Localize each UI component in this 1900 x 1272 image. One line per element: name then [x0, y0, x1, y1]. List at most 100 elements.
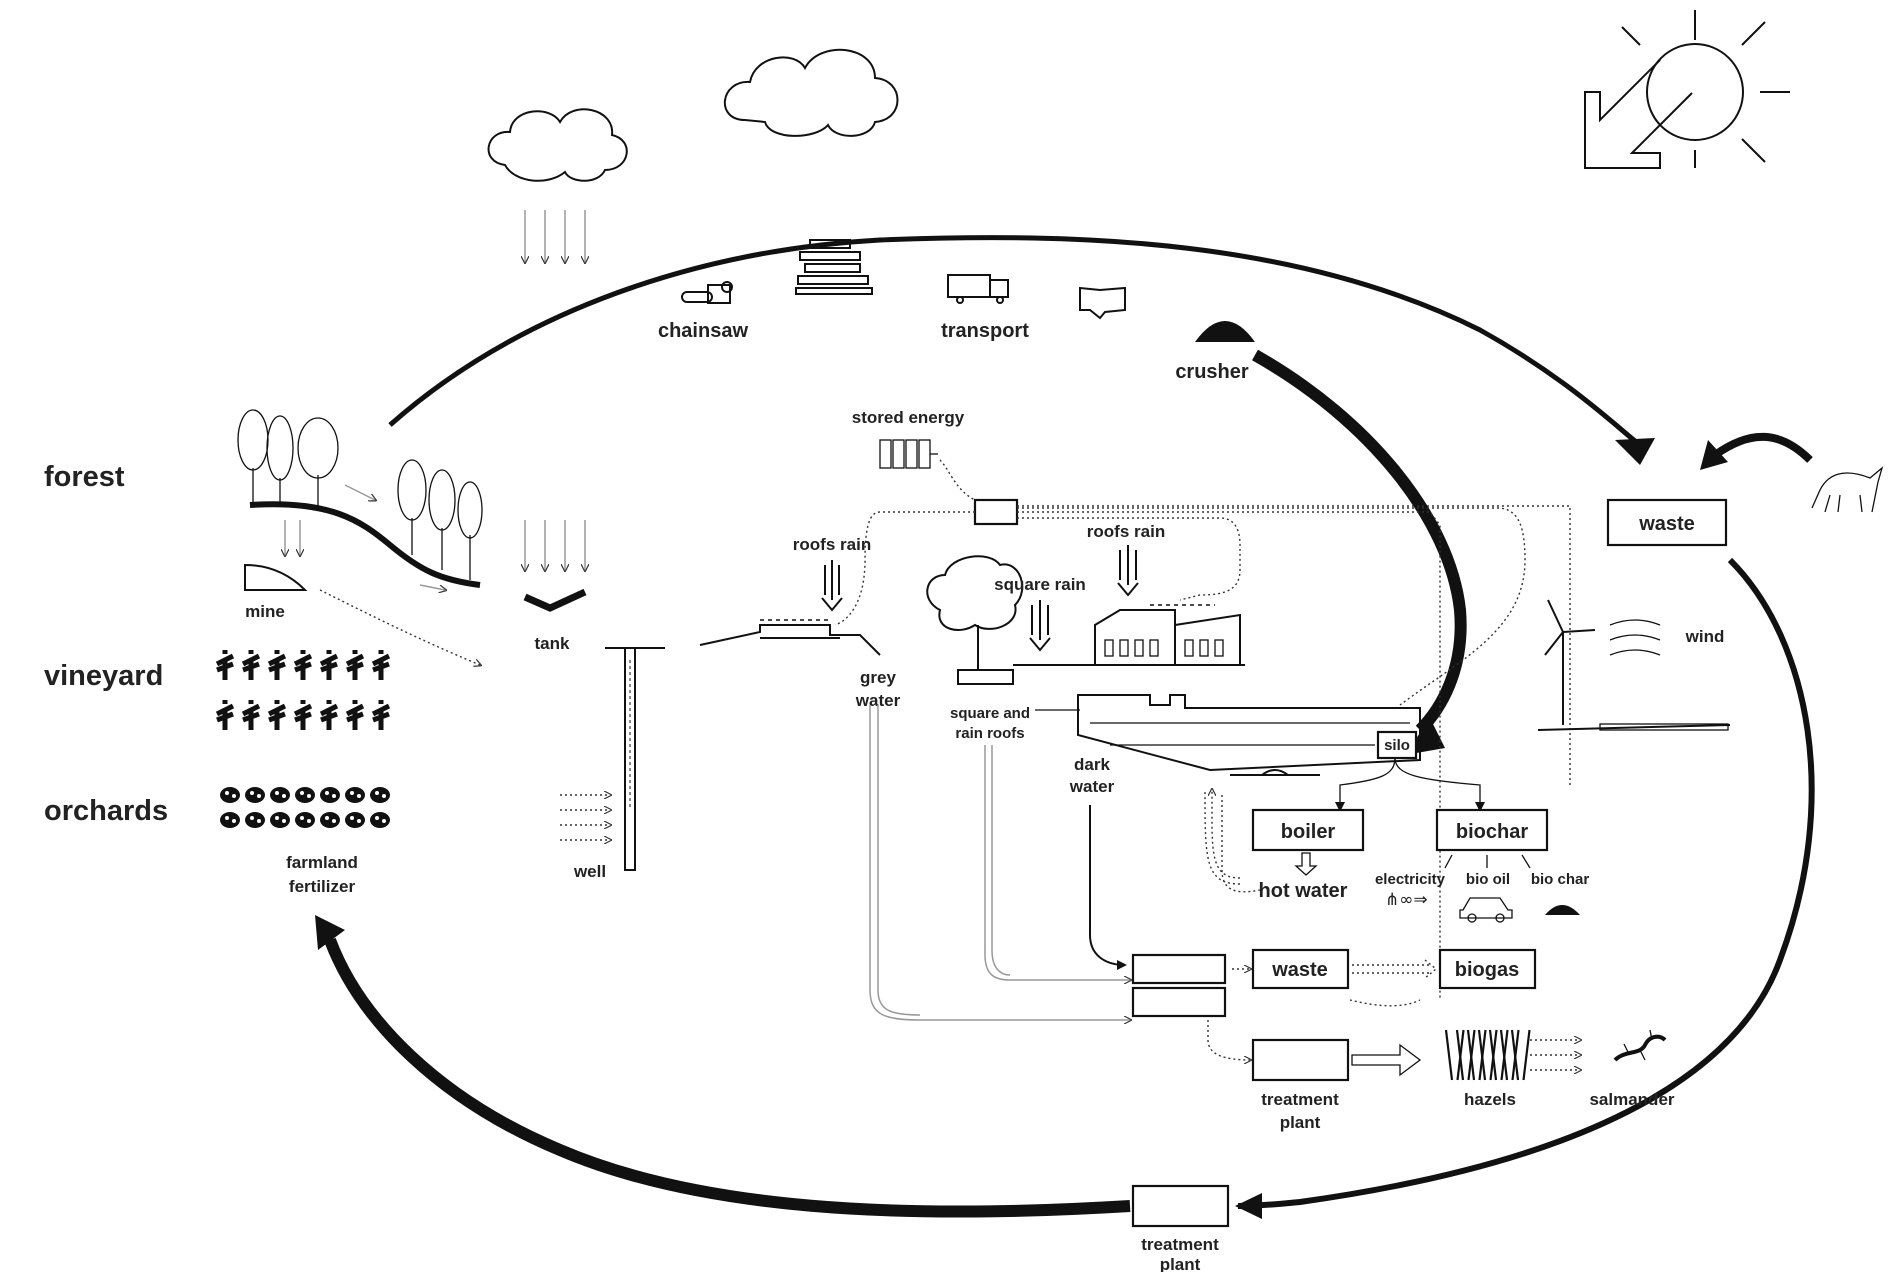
collector-box-top — [1131, 953, 1227, 985]
salmander-label: salmander — [1589, 1090, 1674, 1109]
orchard-tree-icon — [345, 787, 365, 803]
waste-top-label: waste — [1638, 513, 1695, 535]
hazels-label: hazels — [1464, 1090, 1516, 1109]
energy-network — [834, 459, 1571, 1007]
truck-icon — [947, 274, 1009, 304]
flow-arrows — [1530, 1040, 1580, 1070]
roofs-rain-left-label: roofs rain — [793, 535, 871, 554]
vine-icon — [241, 650, 261, 680]
biochar-label: biochar — [1456, 821, 1528, 843]
chainsaw-icon — [681, 281, 733, 304]
forest-hill — [237, 409, 483, 590]
svg-text:⋔∞⇒: ⋔∞⇒ — [1385, 890, 1428, 910]
cloud-icon — [487, 108, 628, 182]
rain-arrows — [821, 560, 843, 612]
building-right — [1094, 604, 1245, 666]
vineyard-label: vineyard — [44, 660, 163, 692]
orchard-tree-icon — [220, 812, 240, 828]
vine-icon — [345, 650, 365, 680]
vine-icon — [319, 700, 339, 730]
energy-hub — [973, 498, 1019, 526]
square-rain-label: square rain — [994, 575, 1086, 594]
orchard-tree-icon — [220, 787, 240, 803]
hazels-icon — [1444, 1029, 1531, 1081]
chainsaw-label: chainsaw — [658, 320, 748, 342]
treatment-mid-label-2: plant — [1280, 1113, 1321, 1132]
stored-energy-label: stored energy — [852, 408, 965, 427]
orchard-rows — [220, 787, 390, 828]
orchard-tree-icon — [345, 812, 365, 828]
transport-label: transport — [941, 320, 1029, 342]
waste-box-top — [1606, 498, 1728, 547]
vine-icon — [267, 650, 287, 680]
vine-icon — [319, 650, 339, 680]
well-shape — [605, 647, 665, 871]
orchard-tree-icon — [295, 787, 315, 803]
biogas-box — [1438, 948, 1537, 990]
silo-label: silo — [1384, 737, 1410, 754]
vineyard-rows — [215, 650, 391, 730]
battery-icon — [879, 439, 938, 469]
house-left — [699, 619, 881, 656]
vine-icon — [345, 700, 365, 730]
vine-icon — [215, 700, 235, 730]
treatment-bottom-label-2: plant — [1160, 1255, 1201, 1272]
treatment-box-mid — [1251, 1038, 1350, 1082]
hot-water-label: hot water — [1259, 880, 1348, 902]
sun-icon — [1584, 10, 1790, 169]
horse-arrow — [1712, 432, 1813, 463]
treatment-box-bottom — [1131, 1184, 1230, 1228]
mine-label: mine — [245, 602, 285, 621]
car-icon — [1459, 897, 1513, 923]
cycle-arc-right — [1237, 557, 1815, 1209]
treatment-mid-label-1: treatment — [1261, 1090, 1339, 1109]
tank-shape — [523, 588, 587, 612]
wind-turbine-icon — [1537, 599, 1731, 731]
roofs-rain-right-label: roofs rain — [1087, 522, 1165, 541]
bio-oil-label: bio oil — [1466, 871, 1510, 888]
groundwater-arrows — [560, 795, 610, 840]
electricity-icon: ⋔∞⇒ — [1385, 890, 1428, 910]
horse-icon — [1811, 466, 1884, 513]
woodchip-pile-icon — [1545, 905, 1580, 915]
treatment-bottom-label-1: treatment — [1141, 1235, 1219, 1254]
orchard-tree-icon — [320, 787, 340, 803]
wind-arrows — [1609, 619, 1661, 656]
wood-pile-icon — [795, 239, 873, 295]
forest-label: forest — [44, 461, 125, 493]
crusher-label: crusher — [1175, 361, 1249, 383]
dark-water-label-2: water — [1069, 777, 1115, 796]
boiler-box — [1251, 808, 1365, 852]
salamander-icon — [1613, 1029, 1667, 1062]
orchard-tree-icon — [270, 812, 290, 828]
woodchip-pile-icon — [1195, 321, 1255, 342]
tree-icon — [926, 555, 1024, 685]
orchard-tree-icon — [245, 812, 265, 828]
orchard-tree-icon — [320, 812, 340, 828]
orchard-tree-icon — [270, 787, 290, 803]
vine-icon — [371, 650, 391, 680]
collector-box-bottom — [1131, 986, 1227, 1018]
vine-icon — [215, 650, 235, 680]
wind-label: wind — [1685, 627, 1725, 646]
orchard-tree-icon — [370, 812, 390, 828]
square-roofs-label-1: square and — [950, 705, 1030, 722]
silo-building — [1077, 694, 1421, 772]
cycle-arc-crusher — [1252, 349, 1467, 735]
waste-mid-label: waste — [1271, 959, 1328, 981]
grey-water-label-1: grey — [860, 668, 896, 687]
cycle-dash-overlay — [709, 281, 1252, 349]
fertilizer-label: fertilizer — [289, 877, 356, 896]
rain-arrows — [525, 210, 585, 262]
cycle-arc-bottom — [324, 937, 1131, 1218]
bio-char-label: bio char — [1531, 871, 1590, 888]
vine-icon — [371, 700, 391, 730]
orchard-tree-icon — [295, 812, 315, 828]
waste-box-mid — [1251, 948, 1350, 990]
mine-shape — [244, 563, 308, 591]
silo-box — [1376, 730, 1418, 760]
electricity-label: electricity — [1375, 871, 1446, 888]
crusher-icon — [1079, 286, 1126, 320]
grey-water-label-2: water — [855, 691, 901, 710]
boiler-label: boiler — [1281, 821, 1336, 843]
